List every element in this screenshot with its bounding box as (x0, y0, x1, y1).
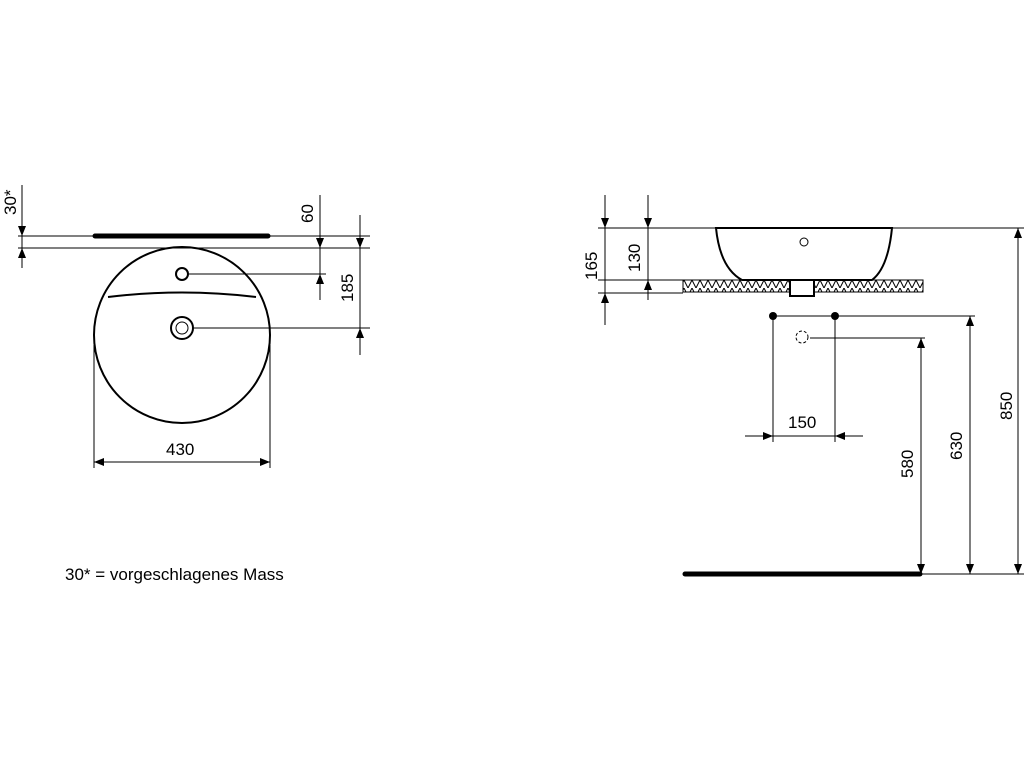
drain-inner (175, 321, 189, 335)
overflow-hole (799, 237, 809, 247)
drain-point (795, 330, 809, 344)
dim-tap-offset: 60 (298, 204, 317, 223)
dim-drain-offset: 185 (338, 274, 357, 302)
overflow-slot (107, 291, 257, 298)
basin-outline (93, 246, 271, 424)
drain-outer (170, 316, 194, 340)
note-text: 30* = vorgeschlagenes Mass (65, 565, 284, 584)
dim-supply-height: 630 (947, 432, 966, 460)
basin-bowl (714, 227, 894, 281)
tap-hole (175, 267, 189, 281)
dim-total-height: 165 (582, 252, 601, 280)
dim-drain-height: 580 (898, 450, 917, 478)
dim-bowl-height: 130 (625, 244, 644, 272)
drain-pipe (789, 279, 815, 297)
dim-rim-height: 850 (997, 392, 1016, 420)
dim-edge-gap: 30* (1, 189, 20, 215)
top-view: 30* 60 185 430 (1, 185, 370, 468)
dim-width: 430 (166, 440, 194, 459)
dim-pipe-spacing: 150 (788, 413, 816, 432)
side-view: 165 130 150 580 630 850 (582, 195, 1024, 577)
